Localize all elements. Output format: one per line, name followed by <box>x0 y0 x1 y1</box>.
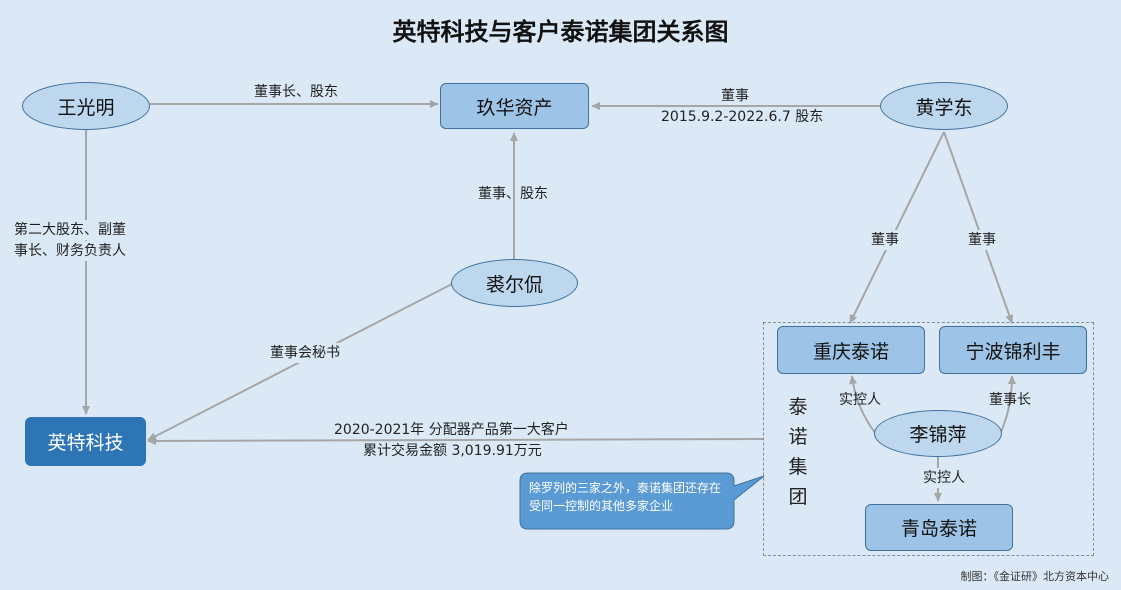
node-ningbo: 宁波锦利丰 <box>939 326 1087 374</box>
node-yingte: 英特科技 <box>25 417 146 466</box>
label-wang-yingte-1: 第二大股东、副董 <box>14 220 126 240</box>
label-li-qingdao: 实控人 <box>923 468 965 488</box>
node-wang: 王光明 <box>22 82 150 130</box>
callout-text: 除罗列的三家之外，泰诺集团还存在受同一控制的其他多家企业 <box>529 481 722 513</box>
edge-huang-ningbo <box>943 131 1014 324</box>
label-li-ningbo: 董事长 <box>989 392 1031 408</box>
node-chongqing: 重庆泰诺 <box>777 326 925 374</box>
callout-shape <box>519 472 765 530</box>
label-group-yingte-1: 2020-2021年 分配器产品第一大客户 <box>334 422 569 438</box>
node-qiu: 裘尔侃 <box>451 259 578 307</box>
node-jiuhua: 玖华资产 <box>440 83 589 129</box>
label-huang-chongqing: 董事 <box>871 230 899 250</box>
edge-li-chongqing <box>849 375 877 435</box>
edge-huang-chongqing <box>849 131 945 324</box>
page-title: 英特科技与客户泰诺集团关系图 <box>392 18 729 46</box>
edge-group-yingte <box>147 436 765 445</box>
label-li-chongqing: 实控人 <box>839 392 881 408</box>
label-huang-jiuhua-2: 2015.9.2-2022.6.7 股东 <box>661 109 824 125</box>
label-qiu-yingte: 董事会秘书 <box>270 343 340 363</box>
label-qiu-jiuhua: 董事、股东 <box>478 186 548 202</box>
credit-text: 制图：《金证研》北方资本中心 <box>960 570 1110 583</box>
group-box <box>763 322 1094 556</box>
edge-li-ningbo <box>999 375 1016 435</box>
label-wang-jiuhua: 董事长、股东 <box>254 84 338 100</box>
label-wang-yingte-2: 事长、财务负责人 <box>14 241 126 261</box>
label-group-yingte-2: 累计交易金额 3,019.91万元 <box>363 443 542 459</box>
node-qingdao: 青岛泰诺 <box>865 504 1013 551</box>
node-huang: 黄学东 <box>880 82 1008 130</box>
label-huang-jiuhua-1: 董事 <box>721 88 749 104</box>
node-li: 李锦萍 <box>874 410 1002 457</box>
group-label: 泰诺集团 <box>788 396 808 508</box>
label-huang-ningbo: 董事 <box>968 230 996 250</box>
